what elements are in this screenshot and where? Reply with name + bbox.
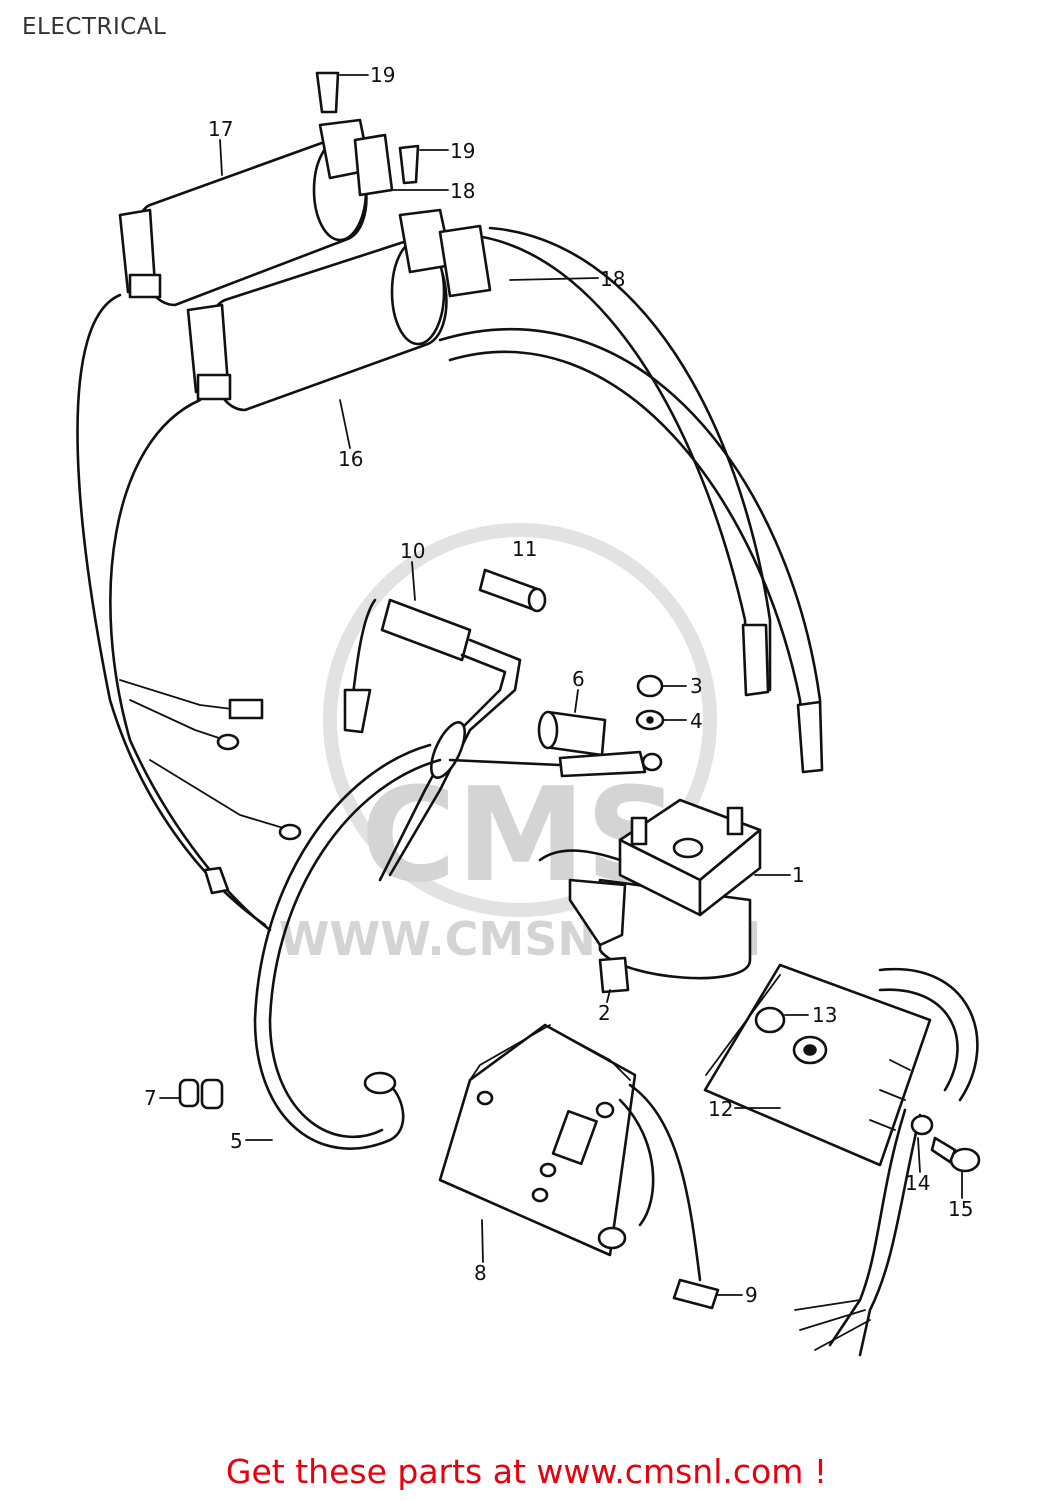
- callout-7: 7: [144, 1086, 157, 1110]
- fuse-11: [478, 568, 547, 613]
- battery-lead-5: [253, 743, 663, 1150]
- callout-2: 2: [598, 1001, 611, 1025]
- callout-13: 13: [812, 1003, 837, 1027]
- bolt-2: [598, 956, 630, 994]
- footer-promo-link[interactable]: Get these parts at www.cmsnl.com !: [225, 1452, 828, 1491]
- high-tension-leads: [438, 226, 824, 774]
- ignition-coil-17: [118, 71, 420, 307]
- condenser-10: [343, 598, 522, 882]
- callout-1: 1: [792, 863, 805, 887]
- starter-relay-1: [538, 798, 762, 994]
- callout-19-mid: 19: [450, 139, 475, 163]
- ignition-coil-16: [186, 208, 492, 412]
- terminal-14: [910, 1114, 934, 1136]
- grommet-13: [754, 1006, 786, 1034]
- leader-lines: [159, 74, 963, 1296]
- regulator-12: [703, 963, 981, 1357]
- callout-labels: 19 17 19 18 18 16 10 11 6 3 4 1 2 13 12 …: [144, 63, 973, 1307]
- callout-12: 12: [708, 1097, 733, 1121]
- fuse-holder-6: [537, 674, 665, 757]
- callout-9: 9: [745, 1283, 758, 1307]
- callout-11: 11: [512, 537, 537, 561]
- cap-7: [178, 1078, 224, 1110]
- rectifier-8: [438, 1023, 720, 1310]
- callout-8: 8: [474, 1261, 487, 1285]
- callout-18-top: 18: [450, 179, 475, 203]
- coil-low-tension-wires: [76, 293, 302, 932]
- callout-6: 6: [572, 667, 585, 691]
- callout-4: 4: [690, 709, 703, 733]
- callout-18-right: 18: [600, 267, 625, 291]
- callout-5: 5: [230, 1129, 243, 1153]
- callout-10: 10: [400, 539, 425, 563]
- screw-9: [672, 1278, 720, 1310]
- callout-14: 14: [905, 1171, 930, 1195]
- callout-16: 16: [338, 447, 363, 471]
- callout-19-top: 19: [370, 63, 395, 87]
- callout-3: 3: [690, 674, 703, 698]
- callout-15: 15: [948, 1197, 973, 1221]
- callout-17: 17: [208, 117, 233, 141]
- page-title: ELECTRICAL: [22, 14, 167, 40]
- nut-3: [636, 674, 664, 698]
